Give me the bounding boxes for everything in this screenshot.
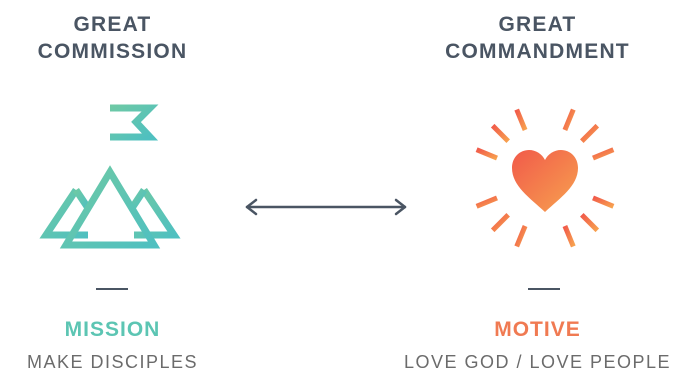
right-divider [528, 288, 560, 290]
heading-line-2: COMMISSION [37, 40, 188, 63]
great-commandment-column: GREAT COMMANDMENT MOTIVE LOVE GOD / LOVE… [380, 0, 695, 375]
sun-ray [475, 147, 498, 161]
sun-ray [562, 225, 576, 248]
sun-ray [580, 123, 600, 143]
motive-subtitle: LOVE GOD / LOVE PEOPLE [403, 352, 672, 372]
mission-title: MISSION [64, 318, 161, 341]
heading-line-1: GREAT [498, 13, 577, 36]
sun-ray [475, 195, 498, 209]
mountain-flag-icon [38, 100, 188, 260]
heading-line-1: GREAT [73, 13, 152, 36]
sun-ray [592, 147, 615, 161]
sun-ray [592, 195, 615, 209]
sun-ray [490, 123, 510, 143]
sun-ray [580, 213, 600, 233]
sun-ray [490, 213, 510, 233]
radiating-heart-icon [470, 100, 620, 260]
sun-ray [562, 108, 576, 131]
sun-ray [514, 225, 528, 248]
motive-title: MOTIVE [494, 318, 581, 341]
great-commandment-heading: GREAT COMMANDMENT [445, 11, 630, 65]
left-divider [96, 288, 128, 290]
great-commission-column: GREAT COMMISSION [0, 0, 225, 375]
heading-line-2: COMMANDMENT [445, 40, 630, 63]
mission-subtitle: MAKE DISCIPLES [26, 352, 199, 372]
double-arrow-icon [245, 198, 407, 216]
great-commission-heading: GREAT COMMISSION [38, 11, 188, 65]
sun-ray [514, 108, 528, 131]
